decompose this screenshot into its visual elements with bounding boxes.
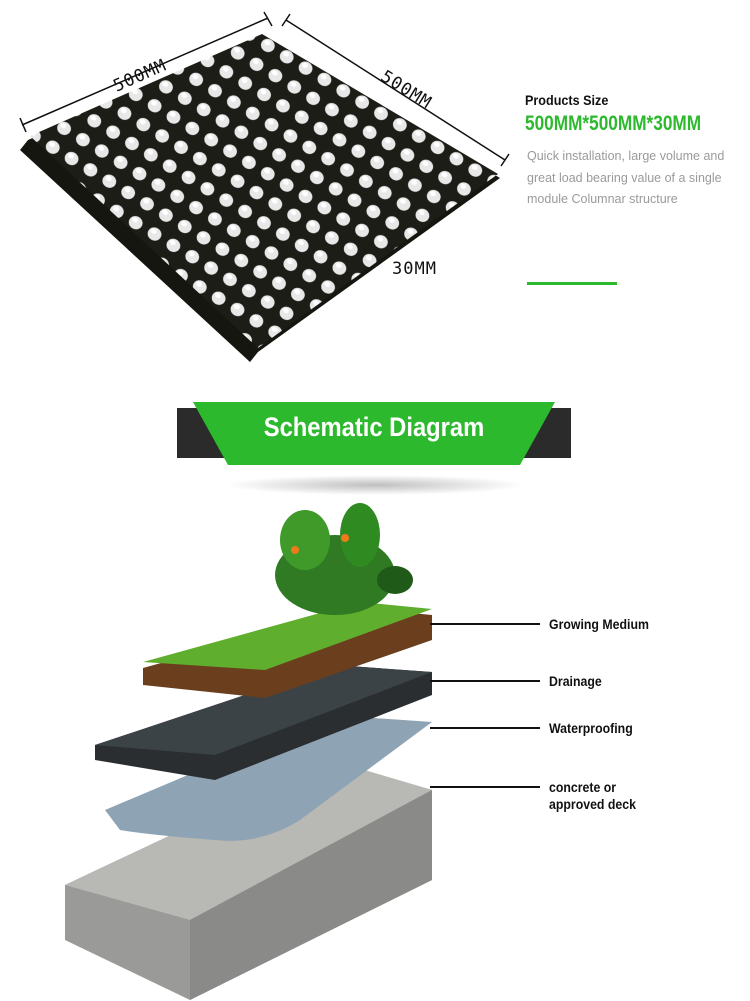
- label-growing-medium: Growing Medium: [549, 616, 649, 632]
- height-dimension: 30MM: [392, 259, 437, 279]
- label-concrete-line2: approved deck: [549, 796, 636, 812]
- label-drainage: Drainage: [549, 673, 602, 689]
- waterproofing-layer: [105, 715, 432, 841]
- green-roof-layers-diagram: [65, 503, 540, 1000]
- accent-divider: [527, 282, 617, 285]
- label-concrete-line1: concrete or: [549, 779, 617, 795]
- product-size-value: 500MM*500MM*30MM: [525, 112, 702, 135]
- plants-image: [275, 503, 413, 615]
- product-size-title: Products Size: [525, 92, 609, 108]
- section-title: Schematic Diagram: [263, 412, 485, 442]
- product-description: Quick installation, large volume and gre…: [527, 149, 725, 206]
- banner-shape: [177, 402, 571, 495]
- label-waterproofing: Waterproofing: [549, 720, 633, 736]
- drainage-mat-image: [19, 11, 510, 362]
